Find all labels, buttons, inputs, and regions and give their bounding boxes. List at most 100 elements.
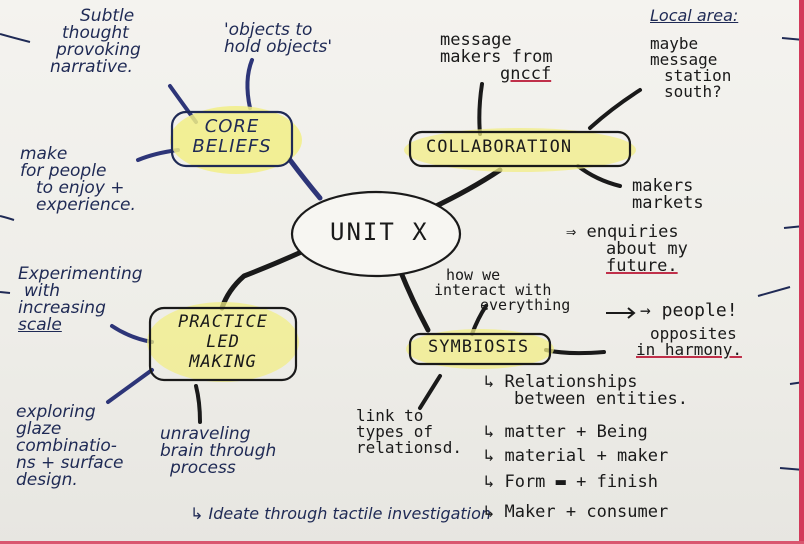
sym-note-pair-4: ↳ Maker + consumer — [484, 502, 669, 522]
sheet-edge-right — [799, 0, 804, 544]
sub-practice-unravel — [194, 384, 202, 424]
narrative-line-4: narrative. — [50, 57, 133, 77]
collab-note-local-area: maybe message station south? — [650, 36, 731, 100]
practice-note-experimenting: Experimenting with increasing scale — [18, 266, 143, 334]
sub-collab-makers — [477, 82, 484, 136]
sym-note-pair-1: ↳ matter + Being — [484, 422, 648, 442]
sym-note-interact: how we interact with everything — [434, 268, 570, 313]
opposites-line-2: in harmony. — [636, 340, 742, 359]
sub-collab-local — [588, 88, 642, 130]
local-line-4: south? — [664, 82, 722, 101]
make-line-2: for people — [20, 161, 107, 181]
symbiosis-highlight — [406, 329, 554, 369]
exp-line-3: increasing — [18, 298, 106, 318]
core-beliefs-highlight — [170, 106, 302, 174]
practice-highlight — [147, 302, 299, 382]
sym-note-pair-3: ↳ Form ▬ + finish — [484, 472, 658, 492]
link-line-2: types of — [356, 422, 434, 441]
practice-node: PRACTICE LED MAKING — [156, 314, 290, 371]
exp-line-1: Experimenting — [18, 264, 143, 284]
relationships-line-2: between entities. — [514, 389, 688, 409]
unravel-line-1: unraveling — [160, 424, 251, 444]
unravel-line-2: brain through — [160, 441, 277, 461]
practice-line-2: LED — [206, 332, 240, 352]
exp-line-4: scale — [18, 315, 62, 335]
make-line-1: make — [20, 144, 68, 164]
exploring-line-5: design. — [16, 470, 78, 490]
collab-note-makers-from: message makers from gnccf — [440, 32, 553, 83]
sym-note-opposites: opposites in harmony. — [636, 326, 742, 358]
sub-sym-opposites — [544, 348, 606, 356]
margin-dash — [0, 215, 15, 221]
link-line-1: link to — [356, 406, 424, 425]
core-beliefs-node: CORE BELIEFS — [180, 118, 284, 156]
exploring-line-1: exploring — [16, 402, 96, 422]
relationships-line-1: ↳ Relationships — [484, 372, 638, 392]
center-label: UNIT X — [330, 218, 429, 246]
practice-line-1: PRACTICE — [178, 312, 268, 332]
exp-line-2: with — [24, 281, 61, 301]
enquiries-line-3: future. — [606, 256, 678, 276]
exploring-line-4: ns + surface — [16, 453, 124, 473]
makers-from-line-1: message — [440, 30, 512, 50]
make-line-4: experience. — [36, 195, 136, 215]
sheet-edge-bottom — [0, 541, 804, 544]
practice-note-exploring: exploring glaze combinatio- ns + surface… — [16, 404, 124, 489]
practice-line-3: MAKING — [189, 352, 257, 372]
local-area-heading: Local area: — [650, 6, 739, 25]
opposites-line-1: opposites — [650, 324, 737, 343]
markets-line-2: markets — [632, 193, 704, 213]
branch-core-beliefs — [287, 157, 323, 201]
center-node-shape — [290, 190, 462, 278]
local-line-3: station — [664, 66, 732, 85]
interact-line-2: interact with — [434, 281, 552, 299]
branch-symbiosis — [397, 267, 431, 333]
collaboration-highlight — [404, 128, 636, 172]
interact-line-3: everything — [480, 296, 571, 314]
local-line-2: message — [650, 50, 718, 69]
sub-sym-link — [418, 374, 442, 410]
unravel-line-3: process — [170, 458, 236, 478]
objects-line-2: hold objects' — [224, 37, 333, 57]
makers-from-line-3: gnccf — [500, 64, 552, 84]
sub-collab-markets — [576, 164, 622, 188]
sym-note-people: → people! — [640, 300, 738, 321]
practice-note-ideate: ↳ Ideate through tactile investigation — [190, 504, 492, 523]
exploring-line-3: combinatio- — [16, 436, 117, 456]
sub-practice-glaze — [106, 368, 154, 404]
margin-dash — [757, 286, 791, 297]
core-beliefs-node-box — [170, 110, 294, 168]
branch-collaboration — [429, 167, 503, 211]
sym-note-pair-2: ↳ material + maker — [484, 446, 669, 466]
collab-note-markets: makers markets — [632, 178, 704, 212]
narrative-line-1: Subtle — [80, 6, 135, 26]
margin-dash — [0, 33, 31, 43]
sub-core-objects — [245, 58, 254, 110]
core-beliefs-line-2: BELIEFS — [192, 136, 272, 157]
core-note-narrative: Subtle thought provoking narrative. — [50, 8, 141, 76]
core-beliefs-line-1: CORE — [204, 116, 260, 137]
markets-line-1: makers — [632, 176, 694, 196]
sym-note-link: link to types of relationsd. — [356, 408, 462, 456]
exploring-line-2: glaze — [16, 419, 62, 439]
makers-from-line-2: makers from — [440, 47, 553, 67]
collaboration-node: COLLABORATION — [426, 137, 573, 157]
objects-line-1: 'objects to — [224, 20, 313, 40]
narrative-line-2: thought — [62, 23, 129, 43]
enquiries-line-2: about my — [606, 239, 688, 259]
local-line-1: maybe — [650, 34, 699, 53]
margin-dash — [0, 291, 11, 294]
practice-node-box — [148, 306, 298, 382]
make-line-3: to enjoy + — [36, 178, 125, 198]
collab-note-enquiries: ⇒ enquiries about my future. — [566, 224, 688, 275]
enquiries-line-1: ⇒ enquiries — [566, 222, 679, 242]
interact-line-1: how we — [446, 266, 501, 284]
symbiosis-node-box — [408, 332, 552, 366]
core-note-objects: 'objects to hold objects' — [224, 22, 332, 56]
link-line-3: relationsd. — [356, 438, 462, 457]
arrow-people — [606, 307, 636, 319]
symbiosis-node: SYMBIOSIS — [428, 337, 530, 357]
core-note-make: make for people to enjoy + experience. — [20, 146, 136, 214]
